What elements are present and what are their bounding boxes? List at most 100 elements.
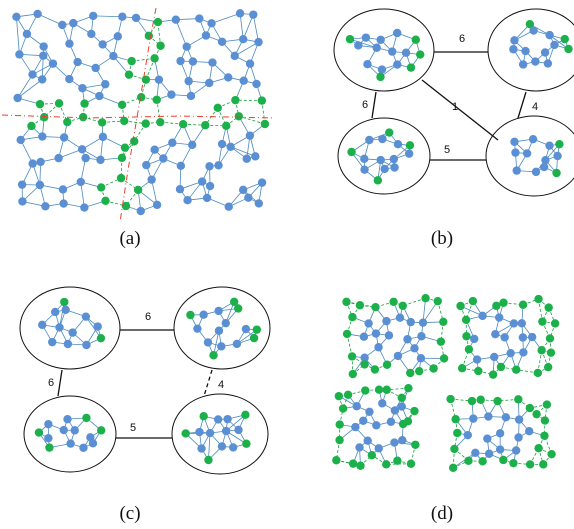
interior-node [380,165,388,173]
boundary-node [346,35,354,43]
boundary-node [552,169,560,177]
interior-node [254,38,262,46]
interior-node [375,444,383,452]
boundary-node [519,301,527,309]
boundary-node [492,302,500,310]
boundary-node [437,337,445,345]
interior-node [137,207,145,215]
interior-node [553,152,561,160]
edge-weight-label: 4 [532,101,538,113]
boundary-node [389,298,397,306]
interior-node [205,79,213,87]
interior-node [374,343,382,351]
interior-node [402,49,410,57]
interior-node [78,145,86,153]
boundary-node [98,118,106,126]
interior-node [91,64,99,72]
interior-node [473,355,481,363]
interior-node [183,196,191,204]
interior-node [377,156,385,164]
boundary-node [60,298,68,306]
boundary-node [145,32,153,40]
boundary-node [118,154,126,162]
interior-node [187,92,195,100]
boundary-node [421,294,429,302]
interior-node [510,319,518,327]
interior-node [509,45,517,53]
boundary-node [36,100,44,108]
interior-node [364,436,372,444]
boundary-node [406,141,414,149]
interior-node [195,14,203,22]
boundary-node [534,295,542,303]
interior-node [214,415,222,423]
boundary-node [97,426,105,434]
boundary-node [214,104,222,112]
interior-node [60,426,68,434]
boundary-node [458,364,466,372]
boundary-node [398,394,406,402]
interior-node [12,13,20,21]
boundary-node [80,99,88,107]
interior-node [38,321,46,329]
interior-node [410,344,418,352]
interior-node [55,323,63,331]
panel-a-graph [2,8,275,222]
interior-node [544,59,552,67]
interior-node [394,140,402,148]
boundary-node [336,420,344,428]
interior-node [96,156,104,164]
boundary-node [342,298,350,306]
edge-weight-label: 1 [452,101,458,113]
boundary-node [474,367,482,375]
boundary-node [449,464,457,472]
boundary-node [439,318,447,326]
interior-node [519,60,527,68]
edge-weight-label: 4 [218,379,224,391]
interior-node [550,41,558,49]
boundary-node [407,63,415,71]
boundary-node [45,443,53,451]
boundary-node [40,113,48,121]
interior-node [512,446,520,454]
interior-node [360,165,368,173]
boundary-node [383,386,391,394]
interior-node [359,417,367,425]
boundary-node [79,113,87,121]
interior-node [222,427,230,435]
boundary-node [462,316,470,324]
interior-node [189,57,197,65]
boundary-node [371,365,379,373]
boundary-node [456,302,464,310]
interior-node [150,146,158,154]
interior-node [545,31,553,39]
interior-node [364,319,372,327]
boundary-node [539,460,547,468]
boundary-node [541,416,549,424]
boundary-node [97,334,105,342]
boundary-node [82,414,90,422]
interior-node [206,182,214,190]
boundary-node [121,143,129,151]
interior-node [182,43,190,51]
boundary-node [540,432,548,440]
interior-node [378,65,386,73]
interior-node [64,340,72,348]
edge-weight-label: 5 [444,144,450,156]
interior-node [78,84,86,92]
interior-node [41,202,49,210]
boundary-node [561,35,569,43]
boundary-node [335,392,343,400]
interior-node [198,177,206,185]
interior-node [417,332,425,340]
interior-node [98,40,106,48]
boundary-node [348,313,356,321]
boundary-node [156,118,164,126]
boundary-node [332,456,340,464]
interior-node [382,317,390,325]
edge-weight-label: 6 [145,311,151,323]
boundary-node [534,444,542,452]
boundary-node [179,120,187,128]
interior-node [234,426,242,434]
boundary-node [235,112,243,120]
